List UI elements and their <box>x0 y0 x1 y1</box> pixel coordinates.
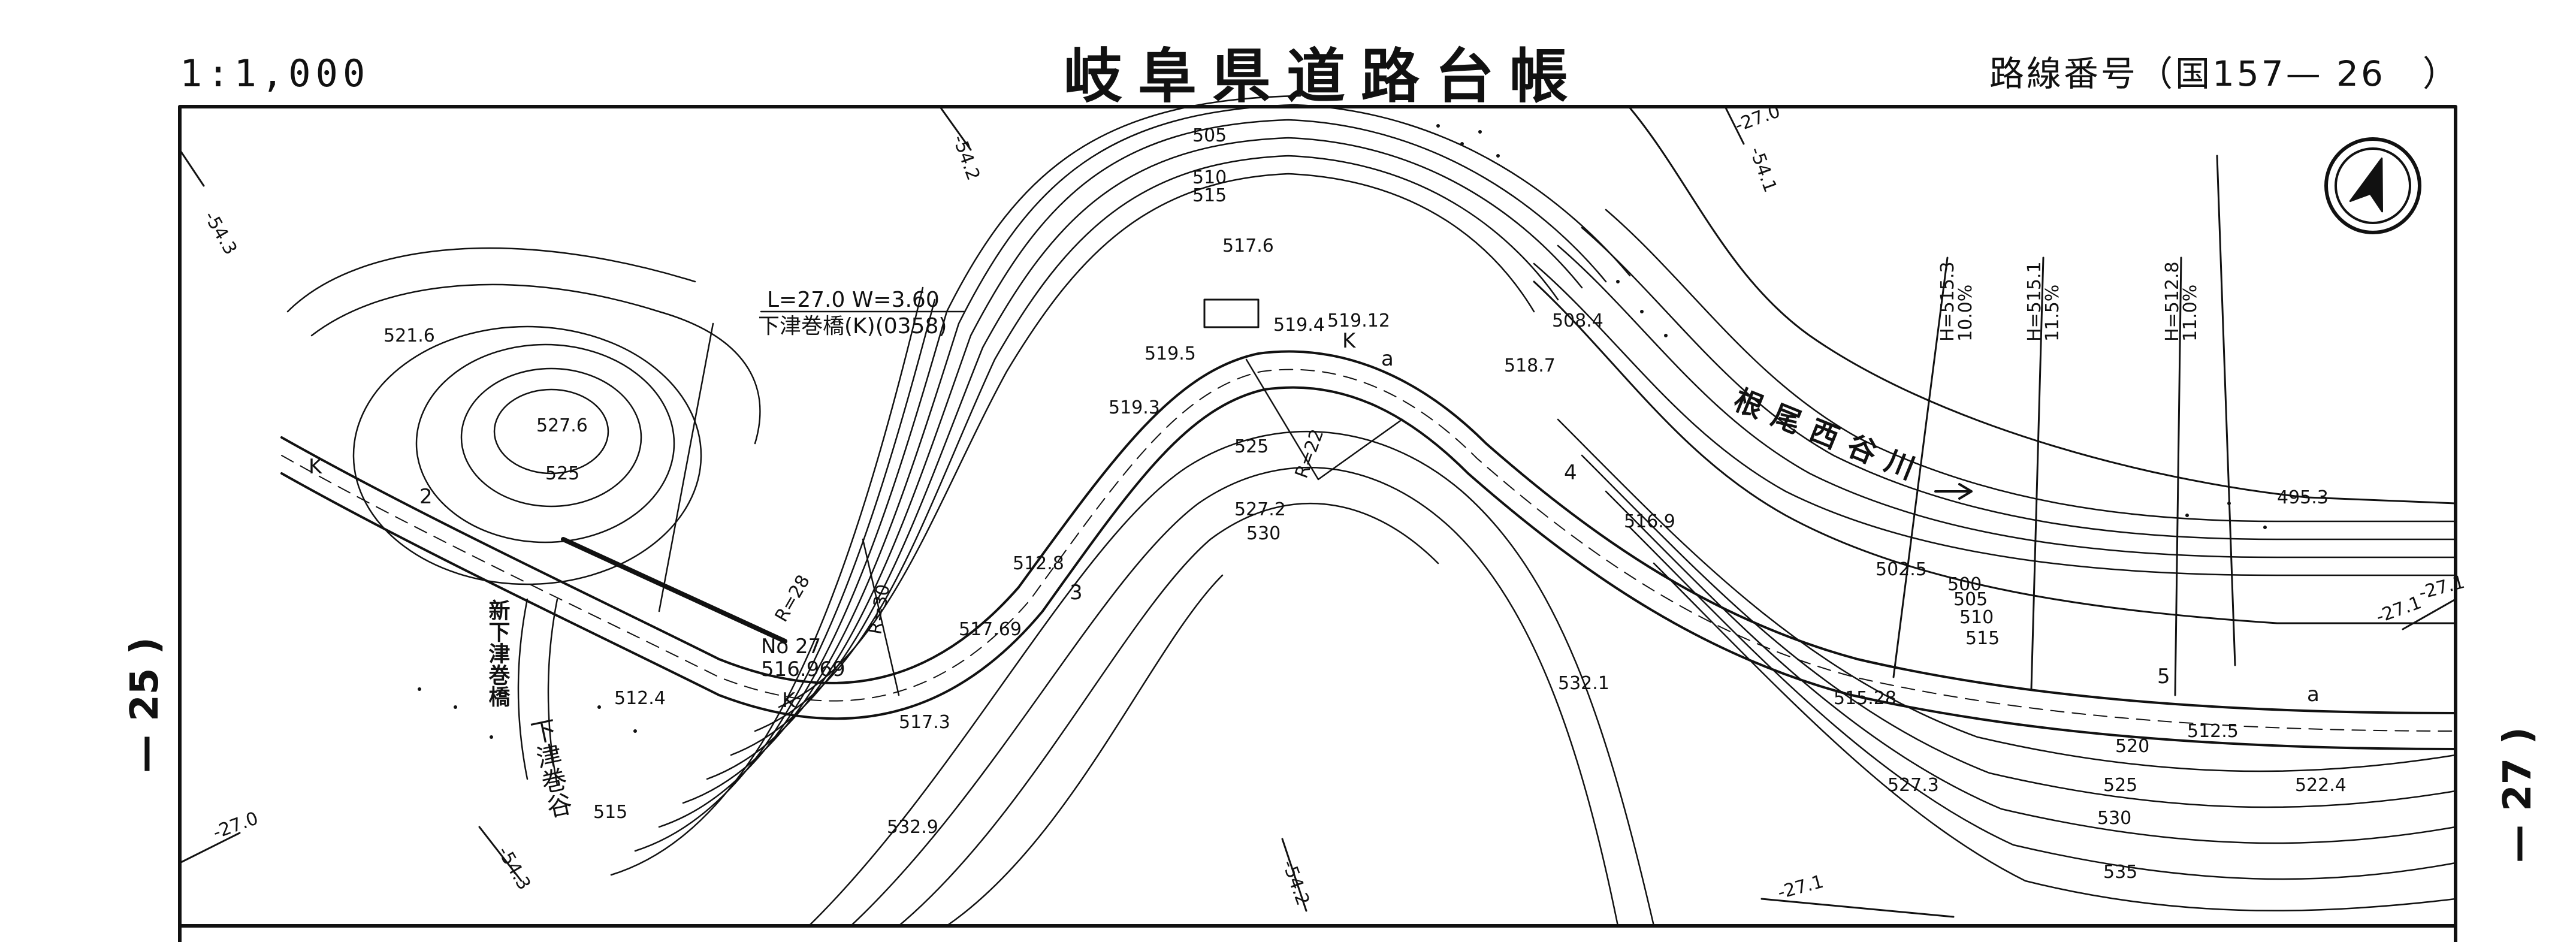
grid-label: -54.3 <box>493 843 534 894</box>
elevation: 527.2 <box>1234 499 1286 520</box>
grid-label: -27.1 <box>2417 572 2467 604</box>
elevation: 512.8 <box>1013 553 1064 574</box>
marker: 4 <box>1564 461 1577 485</box>
curve-leader-r22 <box>1245 358 1403 481</box>
elevation: 525 <box>2103 775 2137 796</box>
marker: a <box>1381 347 1394 371</box>
river-flow-arrow <box>1934 483 1973 500</box>
elevation: 532.1 <box>1558 673 1609 694</box>
elevation: 515.28 <box>1834 688 1896 709</box>
marker: a <box>2307 683 2320 707</box>
elevation: 517.3 <box>899 712 950 733</box>
bridge-name: 下津巻橋(K)(0358) <box>758 314 947 339</box>
bridge-spec: L=27.0 W=3.60 <box>767 288 940 312</box>
elevation: 505 <box>1192 125 1227 146</box>
elevation: 521.6 <box>383 325 435 346</box>
map-title: 岐阜県道路台帳 <box>1064 42 1584 111</box>
stream-name: 下津巻谷 <box>525 716 575 821</box>
elevation: 515 <box>593 802 627 823</box>
elevation: 525 <box>1234 436 1269 457</box>
elevation: 512.4 <box>614 688 666 709</box>
elevation: 535 <box>2103 862 2137 883</box>
grid-label: -54.3 <box>200 208 241 259</box>
gradient-lines <box>1892 256 2182 696</box>
gravel-areas <box>418 124 2267 739</box>
elevation: 530 <box>1246 523 1281 544</box>
elevation: 519.3 <box>1109 397 1160 418</box>
contours-left-hill <box>286 247 761 585</box>
gradient-pct: 11.0% <box>2180 285 2201 342</box>
elevation: 505 <box>1953 589 1988 610</box>
curve-radius: R=28 <box>771 572 814 626</box>
river-bank-north <box>1629 107 2457 505</box>
marker: 5 <box>2157 665 2170 689</box>
gradient-h: H=515.1 <box>2024 261 2045 342</box>
grid-label: -27.0 <box>210 808 261 843</box>
curve-radius: R=30 <box>865 582 894 636</box>
elevation: 527.3 <box>1888 775 1939 796</box>
marker: K <box>309 455 323 479</box>
elevation: 515 <box>1965 628 2000 649</box>
marker: K <box>1342 329 1357 353</box>
river-bank-south <box>1533 280 2457 624</box>
elevation: 510 <box>1192 167 1227 188</box>
grid-ticks <box>179 107 2457 918</box>
bridge-deck <box>561 537 787 644</box>
gradient-pct: 10.0% <box>1955 285 1976 342</box>
river-name: 根尾西谷川 <box>1729 383 1931 490</box>
contours-river-bank <box>1533 209 2457 576</box>
elevation: 517.6 <box>1222 236 1274 256</box>
marker: 3 <box>1070 581 1083 605</box>
contours-lower-slope <box>808 418 2457 927</box>
station-number: No 27 <box>761 635 821 659</box>
grid-label: -54.1 <box>1745 144 1780 195</box>
elevation: 500 <box>1947 574 1982 595</box>
gradient-h: H=515.3 <box>1937 261 1958 342</box>
contours-ridge <box>610 95 1631 876</box>
elevation: 527.6 <box>536 415 588 436</box>
map-scale: 1:1,000 <box>180 52 370 95</box>
road-national-157 <box>280 350 2457 750</box>
grid-label: -54.2 <box>1278 858 1313 908</box>
north-arrow-icon <box>2324 137 2421 234</box>
marker: K <box>782 689 796 712</box>
elevation: 515 <box>1192 185 1227 206</box>
curve-leader-r28 <box>862 538 900 696</box>
elevation: 522.4 <box>2295 775 2347 796</box>
gradient-pct: 11.5% <box>2042 285 2063 342</box>
elevation: 517.69 <box>959 619 1022 640</box>
marker: 2 <box>419 485 433 509</box>
elevation: 510 <box>1959 607 1994 628</box>
elevation: 502.5 <box>1876 559 1927 580</box>
building <box>1203 298 1260 328</box>
station-elevation: 516.969 <box>761 657 845 681</box>
old-bridge-name: 新下津巻橋 <box>485 599 511 707</box>
elevation: 520 <box>2115 736 2149 757</box>
grid-label: -54.2 <box>948 132 983 183</box>
stream-channel <box>517 598 558 786</box>
elevation: 530 <box>2097 808 2131 829</box>
elevation: 516.9 <box>1624 511 1675 532</box>
elevation: 518.7 <box>1504 355 1556 376</box>
curve-radius: R=22 <box>1291 427 1328 481</box>
elevation: 519.4 <box>1273 315 1325 336</box>
route-number-label: 路線番号（国157— 26 ） <box>1989 53 2460 94</box>
elevation: 532.9 <box>887 817 938 838</box>
elevation: 519.5 <box>1144 343 1196 364</box>
elevation: 525 <box>545 463 579 484</box>
grid-label: -27.1 <box>1775 871 1826 904</box>
elevation: 508.4 <box>1552 310 1603 331</box>
bridge-leader <box>658 310 966 612</box>
gradient-h: H=512.8 <box>2162 261 2183 342</box>
elevation: 519.12 <box>1327 310 1390 331</box>
elevation: 512.5 <box>2187 721 2239 742</box>
elevation: 495.3 <box>2277 487 2329 508</box>
